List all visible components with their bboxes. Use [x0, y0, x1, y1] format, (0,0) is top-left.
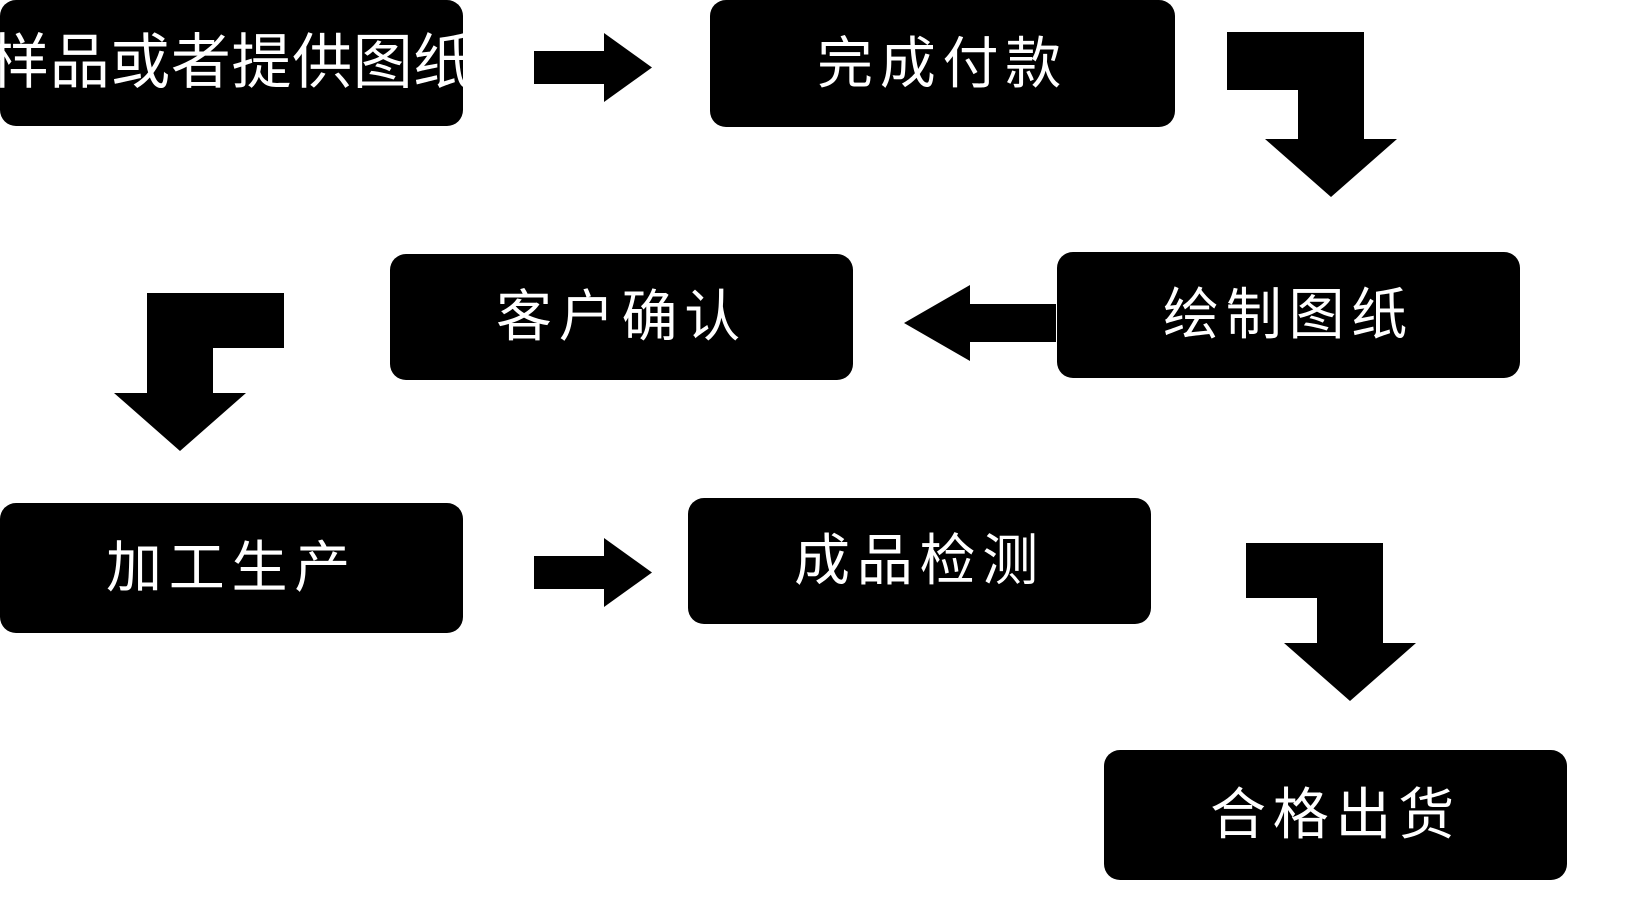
node-inspection[interactable]: 成品检测 [688, 498, 1151, 624]
node-payment[interactable]: 完成付款 [710, 0, 1175, 127]
node-sample[interactable]: 样品或者提供图纸 [0, 0, 473, 126]
node-drawing[interactable]: 绘制图纸 [1057, 252, 1520, 378]
elbow-right-down-arrow-icon [1227, 32, 1397, 197]
node-shipment[interactable]: 合格出货 [1104, 750, 1567, 880]
connector-payment-to-drawing [1227, 32, 1397, 197]
node-production-label: 加工生产 [106, 536, 357, 600]
node-drawing-label: 绘制图纸 [1163, 283, 1414, 347]
connector-confirm-to-production [114, 293, 284, 451]
node-sample-label: 样品或者提供图纸 [0, 29, 474, 96]
node-inspection-label: 成品检测 [794, 529, 1045, 593]
connector-sample-to-payment [534, 33, 652, 102]
node-confirm[interactable]: 客户确认 [390, 254, 853, 380]
node-confirm-label: 客户确认 [496, 285, 747, 349]
connector-drawing-to-confirm [904, 285, 1056, 361]
elbow-right-down-arrow-icon [1246, 543, 1416, 701]
arrow-left-icon [904, 285, 1056, 361]
arrow-right-icon [534, 538, 652, 607]
arrow-right-icon [534, 33, 652, 102]
node-production[interactable]: 加工生产 [0, 503, 463, 633]
node-payment-label: 完成付款 [817, 31, 1068, 95]
elbow-left-down-arrow-icon [114, 293, 284, 451]
node-shipment-label: 合格出货 [1210, 783, 1461, 847]
connector-inspection-to-shipment [1246, 543, 1416, 701]
connector-production-to-inspection [534, 538, 652, 607]
